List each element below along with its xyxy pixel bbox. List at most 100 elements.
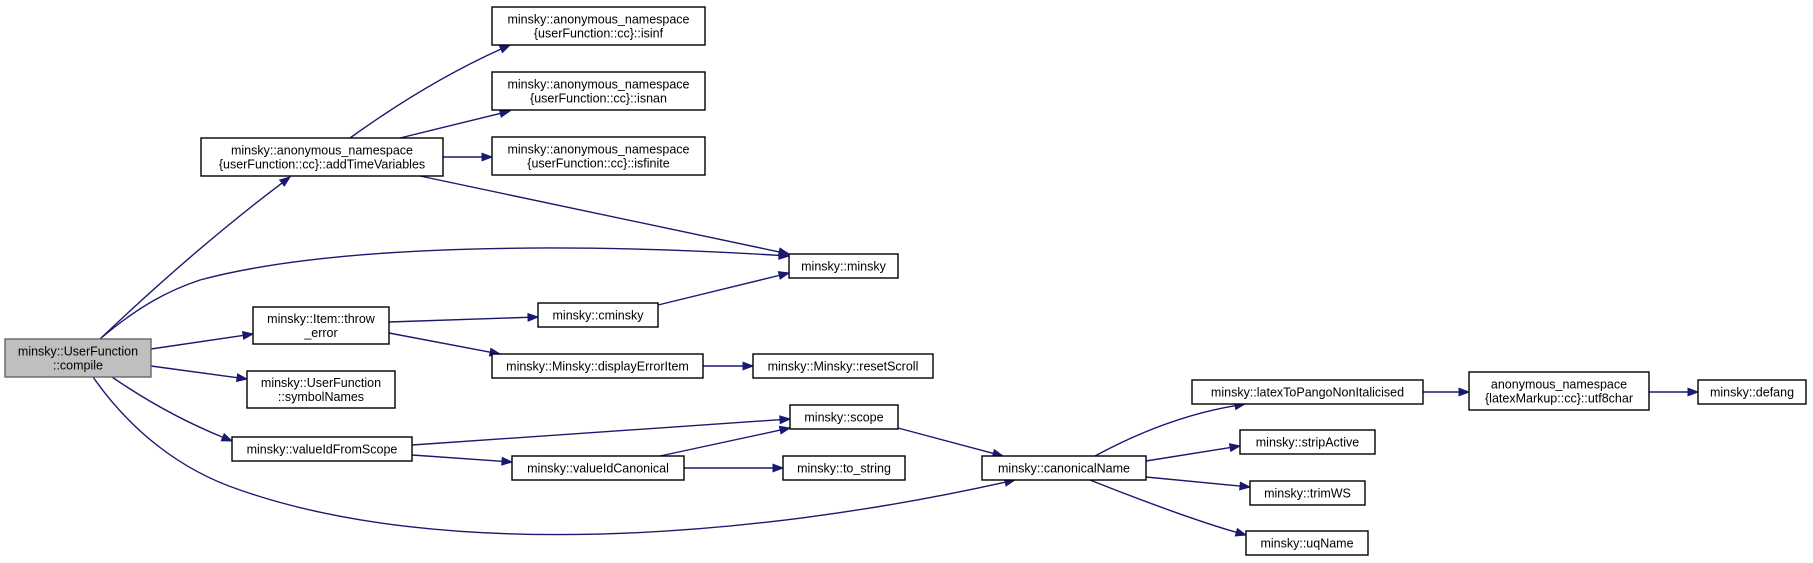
node-label: minsky::stripActive bbox=[1256, 436, 1360, 450]
node-minsky[interactable]: minsky::minsky bbox=[788, 253, 899, 279]
edge-line bbox=[1145, 476, 1241, 487]
node-label: minsky::valueIdFromScope bbox=[247, 443, 398, 457]
node-label: _error bbox=[303, 326, 337, 340]
edge-line bbox=[388, 316, 529, 323]
node-defang[interactable]: minsky::defang bbox=[1697, 379, 1807, 405]
node-label: {userFunction::cc}::isnan bbox=[530, 92, 667, 106]
node-box bbox=[1191, 379, 1424, 405]
arrowhead bbox=[278, 176, 292, 187]
edge-addTimeVariables-to-isinf bbox=[349, 44, 512, 139]
node-displayErrorItem[interactable]: minsky::Minsky::displayErrorItem bbox=[491, 353, 704, 379]
edge-scope-to-canonicalName bbox=[897, 427, 1005, 458]
edge-addTimeVariables-to-minsky bbox=[419, 175, 791, 257]
node-label: minsky::canonicalName bbox=[998, 462, 1130, 476]
edge-valueIdCanonical-to-scope bbox=[659, 425, 792, 457]
node-label: {latexMarkup::cc}::utf8char bbox=[1485, 392, 1633, 406]
node-box bbox=[1697, 379, 1807, 405]
node-scope[interactable]: minsky::scope bbox=[789, 404, 899, 430]
node-throw_error[interactable]: minsky::Item::throw_error bbox=[252, 306, 390, 345]
node-box bbox=[782, 455, 906, 481]
edges-layer bbox=[92, 44, 1700, 537]
node-stripActive[interactable]: minsky::stripActive bbox=[1239, 429, 1376, 455]
edge-line bbox=[399, 112, 501, 139]
edge-line bbox=[1145, 446, 1231, 462]
edge-cminsky-to-minsky bbox=[657, 271, 791, 306]
node-label: minsky::latexToPangoNonItalicised bbox=[1211, 386, 1404, 400]
arrowhead bbox=[1687, 387, 1700, 397]
node-label: minsky::Minsky::resetScroll bbox=[768, 360, 919, 374]
node-cminsky[interactable]: minsky::cminsky bbox=[537, 302, 659, 328]
edge-addTimeVariables-to-isnan bbox=[399, 109, 512, 139]
arrowhead bbox=[481, 152, 494, 162]
node-box bbox=[511, 455, 685, 481]
node-resetScroll[interactable]: minsky::Minsky::resetScroll bbox=[752, 353, 934, 379]
arrowhead bbox=[1458, 387, 1471, 397]
node-symbolNames[interactable]: minsky::UserFunction::symbolNames bbox=[246, 370, 396, 409]
edge-displayErrorItem-to-resetScroll bbox=[703, 361, 755, 371]
arrowhead bbox=[777, 271, 791, 280]
node-label: minsky::cminsky bbox=[553, 309, 645, 323]
node-box bbox=[252, 306, 390, 345]
node-label: ::compile bbox=[53, 359, 103, 373]
edge-valueIdFromScope-to-valueIdCanonical bbox=[411, 454, 514, 466]
node-utf8char[interactable]: anonymous_namespace{latexMarkup::cc}::ut… bbox=[1468, 371, 1650, 411]
arrowhead bbox=[498, 44, 512, 54]
node-box bbox=[491, 6, 706, 46]
edge-canonicalName-to-uqName bbox=[1089, 479, 1248, 537]
node-box bbox=[200, 137, 444, 177]
arrowhead bbox=[1239, 481, 1252, 491]
edge-line bbox=[111, 376, 223, 438]
node-isfinite[interactable]: minsky::anonymous_namespace{userFunction… bbox=[491, 136, 706, 176]
nodes-layer: minsky::UserFunction::compile minsky::ano… bbox=[4, 6, 1807, 556]
edge-throw_error-to-cminsky bbox=[388, 312, 540, 323]
node-box bbox=[231, 436, 413, 462]
edge-utf8char-to-defang bbox=[1649, 387, 1700, 397]
arrowhead bbox=[742, 361, 755, 371]
node-box bbox=[752, 353, 934, 379]
edge-throw_error-to-displayErrorItem bbox=[388, 332, 502, 357]
node-label: minsky::anonymous_namespace bbox=[507, 78, 689, 92]
arrowhead bbox=[1234, 527, 1248, 537]
node-box bbox=[491, 353, 704, 379]
node-label: ::symbolNames bbox=[278, 390, 364, 404]
arrowhead bbox=[498, 109, 512, 118]
node-addTimeVariables[interactable]: minsky::anonymous_namespace{userFunction… bbox=[200, 137, 444, 177]
node-to_string[interactable]: minsky::to_string bbox=[782, 455, 906, 481]
arrowhead bbox=[772, 463, 785, 473]
node-box bbox=[4, 338, 152, 378]
node-label: minsky::valueIdCanonical bbox=[527, 462, 669, 476]
arrowhead bbox=[779, 415, 792, 425]
edge-compile-to-minsky bbox=[99, 247, 791, 340]
node-canonicalName[interactable]: minsky::canonicalName bbox=[981, 455, 1147, 481]
node-box bbox=[537, 302, 659, 328]
edge-compile-to-valueIdFromScope bbox=[111, 376, 234, 442]
edge-line bbox=[1094, 404, 1236, 457]
edge-line bbox=[92, 376, 1006, 536]
edge-line bbox=[388, 332, 491, 353]
node-label: minsky::scope bbox=[804, 411, 883, 425]
edge-line bbox=[897, 427, 994, 455]
node-label: {userFunction::cc}::addTimeVariables bbox=[219, 158, 425, 172]
arrowhead bbox=[778, 425, 792, 435]
node-valueIdCanonical[interactable]: minsky::valueIdCanonical bbox=[511, 455, 685, 481]
node-label: minsky::anonymous_namespace bbox=[507, 13, 689, 27]
node-box bbox=[1239, 429, 1376, 455]
node-label: minsky::uqName bbox=[1260, 537, 1353, 551]
arrowhead bbox=[527, 312, 540, 322]
node-isnan[interactable]: minsky::anonymous_namespace{userFunction… bbox=[491, 71, 706, 111]
node-box bbox=[981, 455, 1147, 481]
node-label: anonymous_namespace bbox=[1491, 378, 1627, 392]
node-box bbox=[246, 370, 396, 409]
arrowhead bbox=[220, 432, 234, 442]
node-latexToPangoNonItalicised[interactable]: minsky::latexToPangoNonItalicised bbox=[1191, 379, 1424, 405]
node-isinf[interactable]: minsky::anonymous_namespace{userFunction… bbox=[491, 6, 706, 46]
edge-line bbox=[150, 334, 244, 350]
arrowhead bbox=[1228, 443, 1242, 453]
node-trimWS[interactable]: minsky::trimWS bbox=[1249, 480, 1366, 506]
node-compile[interactable]: minsky::UserFunction::compile bbox=[4, 338, 152, 378]
arrowhead bbox=[501, 456, 514, 466]
node-uqName[interactable]: minsky::uqName bbox=[1245, 530, 1369, 556]
node-valueIdFromScope[interactable]: minsky::valueIdFromScope bbox=[231, 436, 413, 462]
node-label: minsky::Minsky::displayErrorItem bbox=[506, 360, 689, 374]
edge-line bbox=[99, 247, 780, 340]
